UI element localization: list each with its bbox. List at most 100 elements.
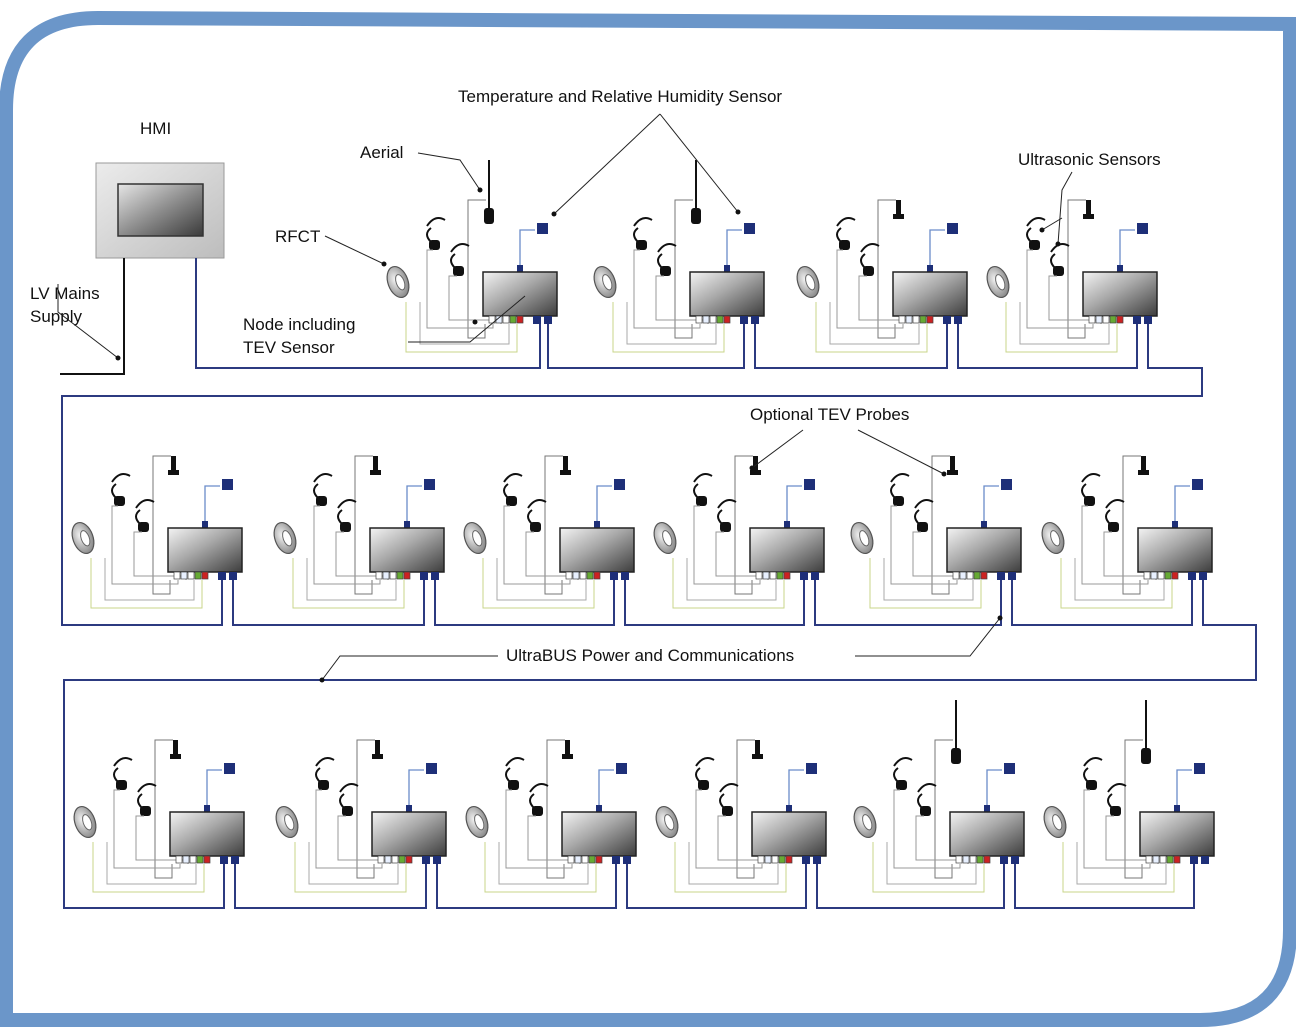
ultrasonic-wire bbox=[505, 789, 573, 869]
ultrasonic-cable bbox=[527, 499, 547, 509]
sensor-connector bbox=[1117, 265, 1123, 272]
sensor-connector bbox=[724, 265, 730, 272]
bus-port-out bbox=[954, 316, 962, 324]
ultrasonic-stem bbox=[137, 793, 143, 809]
bus-port-out bbox=[433, 856, 441, 864]
node-port bbox=[574, 855, 582, 864]
rfct-wire bbox=[92, 842, 205, 893]
bus-port-out bbox=[1199, 572, 1207, 580]
node-port bbox=[1164, 571, 1172, 580]
mast-cable bbox=[354, 455, 373, 595]
node-group bbox=[850, 455, 1022, 609]
rfct-wire bbox=[405, 302, 518, 353]
ultrabus-cable bbox=[624, 580, 805, 626]
bus-port-out bbox=[229, 572, 237, 580]
node-unit bbox=[169, 811, 245, 857]
rfct-wire bbox=[292, 558, 405, 609]
bus-port-out bbox=[544, 316, 552, 324]
hmi-label: HMI bbox=[140, 119, 172, 138]
node-port bbox=[966, 571, 974, 580]
node-unit bbox=[751, 811, 827, 857]
bus-port-in bbox=[740, 316, 748, 324]
sensor-connector bbox=[404, 521, 410, 528]
rfct-wire bbox=[688, 842, 779, 885]
ultrasonic-sensor-icon bbox=[720, 522, 731, 532]
ultrasonic-stem bbox=[1050, 253, 1056, 269]
node-port bbox=[581, 855, 589, 864]
tev-probe-base bbox=[560, 470, 571, 475]
ultrasonic-sensor-icon bbox=[318, 780, 329, 790]
sensor-connector bbox=[517, 265, 523, 272]
ultrasonic-cable bbox=[111, 473, 131, 483]
node-group bbox=[1043, 700, 1215, 893]
node-port bbox=[1102, 315, 1110, 324]
tev-probe-base bbox=[750, 470, 761, 475]
rfct-wire bbox=[1062, 842, 1175, 893]
ultrasonic-wire bbox=[836, 249, 904, 329]
bus-port-out bbox=[813, 856, 821, 864]
node-port bbox=[926, 315, 934, 324]
rfct-wire bbox=[674, 842, 787, 893]
ultrasonic-cable bbox=[890, 473, 910, 483]
node-port bbox=[959, 571, 967, 580]
ultrasonic-wire bbox=[315, 789, 383, 869]
leader-dot bbox=[997, 615, 1003, 621]
mast-cable bbox=[734, 455, 753, 595]
ultrasonic-stem bbox=[633, 227, 639, 243]
temp-sensor-cable bbox=[1119, 229, 1135, 272]
ultrasonic-sensor-icon bbox=[140, 806, 151, 816]
ultrasonic-sensor-icon bbox=[1086, 780, 1097, 790]
node-groups bbox=[71, 160, 1215, 893]
bus-port-in bbox=[997, 572, 1005, 580]
bus-port-in bbox=[1133, 316, 1141, 324]
ultrasonic-stem bbox=[315, 767, 321, 783]
node-port bbox=[776, 571, 784, 580]
ultrasonic-stem bbox=[1083, 767, 1089, 783]
ultrasonic-wire bbox=[111, 505, 179, 585]
bus-port-in bbox=[802, 856, 810, 864]
rfct-wire bbox=[482, 558, 595, 609]
rfct-label: RFCT bbox=[275, 227, 321, 246]
node-port bbox=[1095, 315, 1103, 324]
temp-humidity-sensor-icon bbox=[1004, 763, 1015, 774]
sensor-connector bbox=[596, 805, 602, 812]
rfct-wire bbox=[872, 842, 985, 893]
node-unit bbox=[689, 271, 765, 317]
ultrasonic-stem bbox=[860, 253, 866, 269]
leader-line bbox=[1041, 217, 1063, 231]
leader-line bbox=[408, 295, 526, 343]
node-port bbox=[567, 855, 575, 864]
temp-sensor-cable bbox=[408, 769, 424, 812]
rfct-wire bbox=[106, 842, 197, 885]
ultrasonic-stem bbox=[893, 767, 899, 783]
ultrasonic-wire bbox=[113, 789, 181, 869]
ultrasonic-stem bbox=[113, 767, 119, 783]
bus-port-in bbox=[610, 572, 618, 580]
node-label-line1: Node including bbox=[243, 315, 356, 334]
ultrasonic-cable bbox=[505, 757, 525, 767]
ultrasonic-stem bbox=[914, 509, 920, 525]
node-port bbox=[595, 855, 603, 864]
ultrasonic-sensor-icon bbox=[696, 496, 707, 506]
node-group bbox=[796, 199, 968, 353]
node-port bbox=[757, 855, 765, 864]
mast-cable bbox=[356, 739, 375, 879]
tev-probe-base bbox=[370, 470, 381, 475]
node-port bbox=[389, 571, 397, 580]
node-unit bbox=[559, 527, 635, 573]
ultrabus-cable bbox=[547, 324, 745, 369]
ultrasonic-wire bbox=[1083, 789, 1151, 869]
node-group bbox=[71, 455, 243, 609]
ultrabus-cable bbox=[816, 864, 1005, 909]
bus-port-out bbox=[1011, 856, 1019, 864]
node-unit bbox=[167, 527, 243, 573]
rfct-hole bbox=[602, 274, 613, 291]
bus-port-in bbox=[218, 572, 226, 580]
ultrasonic-cable bbox=[719, 783, 739, 793]
node-port bbox=[778, 855, 786, 864]
sensor-connector bbox=[1172, 521, 1178, 528]
ultrasonic-sensor-icon bbox=[893, 496, 904, 506]
node-port bbox=[785, 855, 793, 864]
